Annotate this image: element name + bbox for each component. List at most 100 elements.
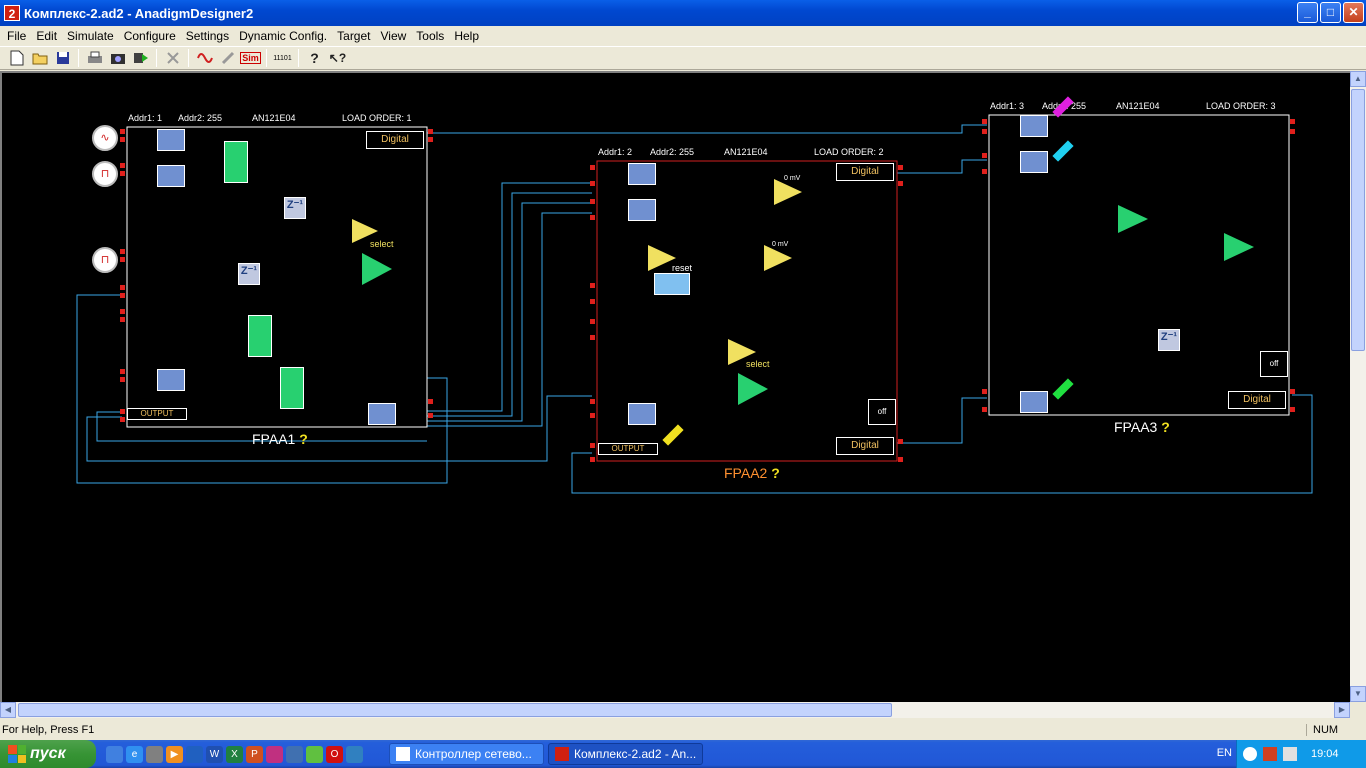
menu-view[interactable]: View xyxy=(380,28,407,43)
menu-edit[interactable]: Edit xyxy=(36,28,58,43)
sim-label: Sim xyxy=(240,52,261,64)
menu-settings[interactable]: Settings xyxy=(185,28,230,43)
fpaa1-output-block[interactable]: OUTPUT xyxy=(127,408,187,420)
close-button[interactable]: ✕ xyxy=(1343,2,1364,23)
quicklaunch-9-icon[interactable] xyxy=(266,745,283,763)
run-icon[interactable] xyxy=(130,48,151,68)
quicklaunch-5-icon[interactable] xyxy=(186,745,203,763)
fpaa1-delay-1[interactable]: Z⁻¹ xyxy=(284,197,306,219)
fpaa2-load-order: LOAD ORDER: 2 xyxy=(814,147,884,157)
menu-configure[interactable]: Configure xyxy=(123,28,176,43)
quicklaunch-13-icon[interactable] xyxy=(346,745,363,763)
tray-app-icon[interactable] xyxy=(1283,747,1297,761)
menu-simulate[interactable]: Simulate xyxy=(67,28,114,43)
taskbar-task-1[interactable]: Контроллер сетево... xyxy=(389,743,544,765)
sim-icon[interactable]: Sim xyxy=(240,48,261,68)
fpaa2-off-block[interactable]: off xyxy=(868,399,896,425)
fpaa2-output-label: OUTPUT xyxy=(611,444,645,453)
fpaa1-filter-3[interactable] xyxy=(157,369,185,391)
new-icon[interactable] xyxy=(6,48,27,68)
fpaa2-opamp-select[interactable] xyxy=(728,339,756,365)
fpaa1-bandpass-2[interactable] xyxy=(248,315,272,357)
fpaa1-filter-4[interactable] xyxy=(368,403,396,425)
vertical-scroll-thumb[interactable] xyxy=(1351,89,1365,351)
menu-tools[interactable]: Tools xyxy=(416,28,445,43)
tray-network-icon[interactable] xyxy=(1263,747,1277,761)
fpaa3-filter-2[interactable] xyxy=(1020,151,1048,173)
fpaa1-delay-2[interactable]: Z⁻¹ xyxy=(238,263,260,285)
fpaa2-reset-label: reset xyxy=(672,263,693,273)
signal-source-square-2[interactable]: ⊓ xyxy=(92,247,118,273)
fpaa3-status: ? xyxy=(1161,419,1170,435)
scroll-left-arrow-icon[interactable]: ◀ xyxy=(0,702,16,718)
fpaa2-digital-block-top[interactable]: Digital xyxy=(836,163,894,181)
fpaa3-filter-3[interactable] xyxy=(1020,391,1048,413)
delete-icon[interactable] xyxy=(162,48,183,68)
language-indicator[interactable]: EN xyxy=(1216,747,1232,759)
fpaa2-opamp-2[interactable] xyxy=(764,245,792,271)
menu-dynamic-config[interactable]: Dynamic Config. xyxy=(239,28,328,43)
maximize-button[interactable]: □ xyxy=(1320,2,1341,23)
word-icon[interactable]: W xyxy=(206,745,223,763)
fpaa1-filter-2[interactable] xyxy=(157,165,185,187)
menu-target[interactable]: Target xyxy=(337,28,371,43)
open-icon[interactable] xyxy=(29,48,50,68)
task-2-icon xyxy=(555,747,569,761)
fpaa2-digital-block-bottom[interactable]: Digital xyxy=(836,437,894,455)
opera-icon[interactable]: O xyxy=(326,745,343,763)
fpaa2-filter-3[interactable] xyxy=(628,403,656,425)
fpaa1-digital-label: Digital xyxy=(381,134,409,145)
fpaa1-bandpass-3[interactable] xyxy=(280,367,304,409)
media-player-icon[interactable]: ▶ xyxy=(166,745,183,763)
fpaa2-opamp-3[interactable] xyxy=(648,245,676,271)
save-icon[interactable] xyxy=(52,48,73,68)
tray-arrow-icon[interactable] xyxy=(1243,747,1257,761)
fpaa2-filter-2[interactable] xyxy=(628,199,656,221)
minimize-button[interactable]: _ xyxy=(1297,2,1318,23)
fpaa3-filter-1[interactable] xyxy=(1020,115,1048,137)
binary-icon[interactable]: 11101 xyxy=(272,48,293,68)
quicklaunch-11-icon[interactable] xyxy=(306,745,323,763)
scroll-up-arrow-icon[interactable]: ▲ xyxy=(1350,71,1366,87)
fpaa1-filter-1[interactable] xyxy=(157,129,185,151)
fpaa3-summer-2[interactable] xyxy=(1224,233,1254,261)
scroll-down-arrow-icon[interactable]: ▼ xyxy=(1350,686,1366,702)
excel-icon[interactable]: X xyxy=(226,745,243,763)
horizontal-scrollbar[interactable]: ◀ ▶ xyxy=(0,702,1350,718)
menu-file[interactable]: File xyxy=(7,28,27,43)
wave-icon[interactable] xyxy=(194,48,215,68)
taskbar-task-2[interactable]: Комплекс-2.ad2 - An... xyxy=(548,743,703,765)
quicklaunch-10-icon[interactable] xyxy=(286,745,303,763)
horizontal-scroll-thumb[interactable] xyxy=(18,703,892,717)
fpaa2-opamp-1[interactable] xyxy=(774,179,802,205)
fpaa1-opamp-select[interactable] xyxy=(352,219,378,243)
whats-this-icon[interactable]: ↖? xyxy=(328,51,347,65)
fpaa1-gain-green[interactable] xyxy=(362,253,392,285)
schematic-canvas[interactable]: Addr1: 1 Addr2: 255 AN121E04 LOAD ORDER:… xyxy=(0,71,1350,702)
fpaa2-output-block[interactable]: OUTPUT xyxy=(598,443,658,455)
fpaa3-digital-block[interactable]: Digital xyxy=(1228,391,1286,409)
fpaa3-delay[interactable]: Z⁻¹ xyxy=(1158,329,1180,351)
fpaa2-gain-green[interactable] xyxy=(738,373,768,405)
print-icon[interactable] xyxy=(84,48,105,68)
signal-source-square-1[interactable]: ⊓ xyxy=(92,161,118,187)
probe-icon[interactable] xyxy=(217,48,238,68)
ie-icon[interactable]: e xyxy=(126,745,143,763)
fpaa2-filter-1[interactable] xyxy=(628,163,656,185)
camera-icon[interactable] xyxy=(107,48,128,68)
fpaa3-off-block[interactable]: off xyxy=(1260,351,1288,377)
menu-help[interactable]: Help xyxy=(454,28,479,43)
fpaa1-digital-block[interactable]: Digital xyxy=(366,131,424,149)
vertical-scrollbar[interactable]: ▲ ▼ xyxy=(1350,71,1366,702)
signal-source-sine[interactable]: ∿ xyxy=(92,125,118,151)
start-button[interactable]: пуск xyxy=(0,740,96,768)
help-icon[interactable]: ? xyxy=(310,50,319,66)
scroll-right-arrow-icon[interactable]: ▶ xyxy=(1334,702,1350,718)
fpaa1-bandpass-1[interactable] xyxy=(224,141,248,183)
fpaa3-summer-1[interactable] xyxy=(1118,205,1148,233)
quicklaunch-1-icon[interactable] xyxy=(106,745,123,763)
fpaa2-sample-hold[interactable] xyxy=(654,273,690,295)
powerpoint-icon[interactable]: P xyxy=(246,745,263,763)
fpaa2-name: FPAA2 ? xyxy=(724,465,780,481)
quicklaunch-3-icon[interactable] xyxy=(146,745,163,763)
